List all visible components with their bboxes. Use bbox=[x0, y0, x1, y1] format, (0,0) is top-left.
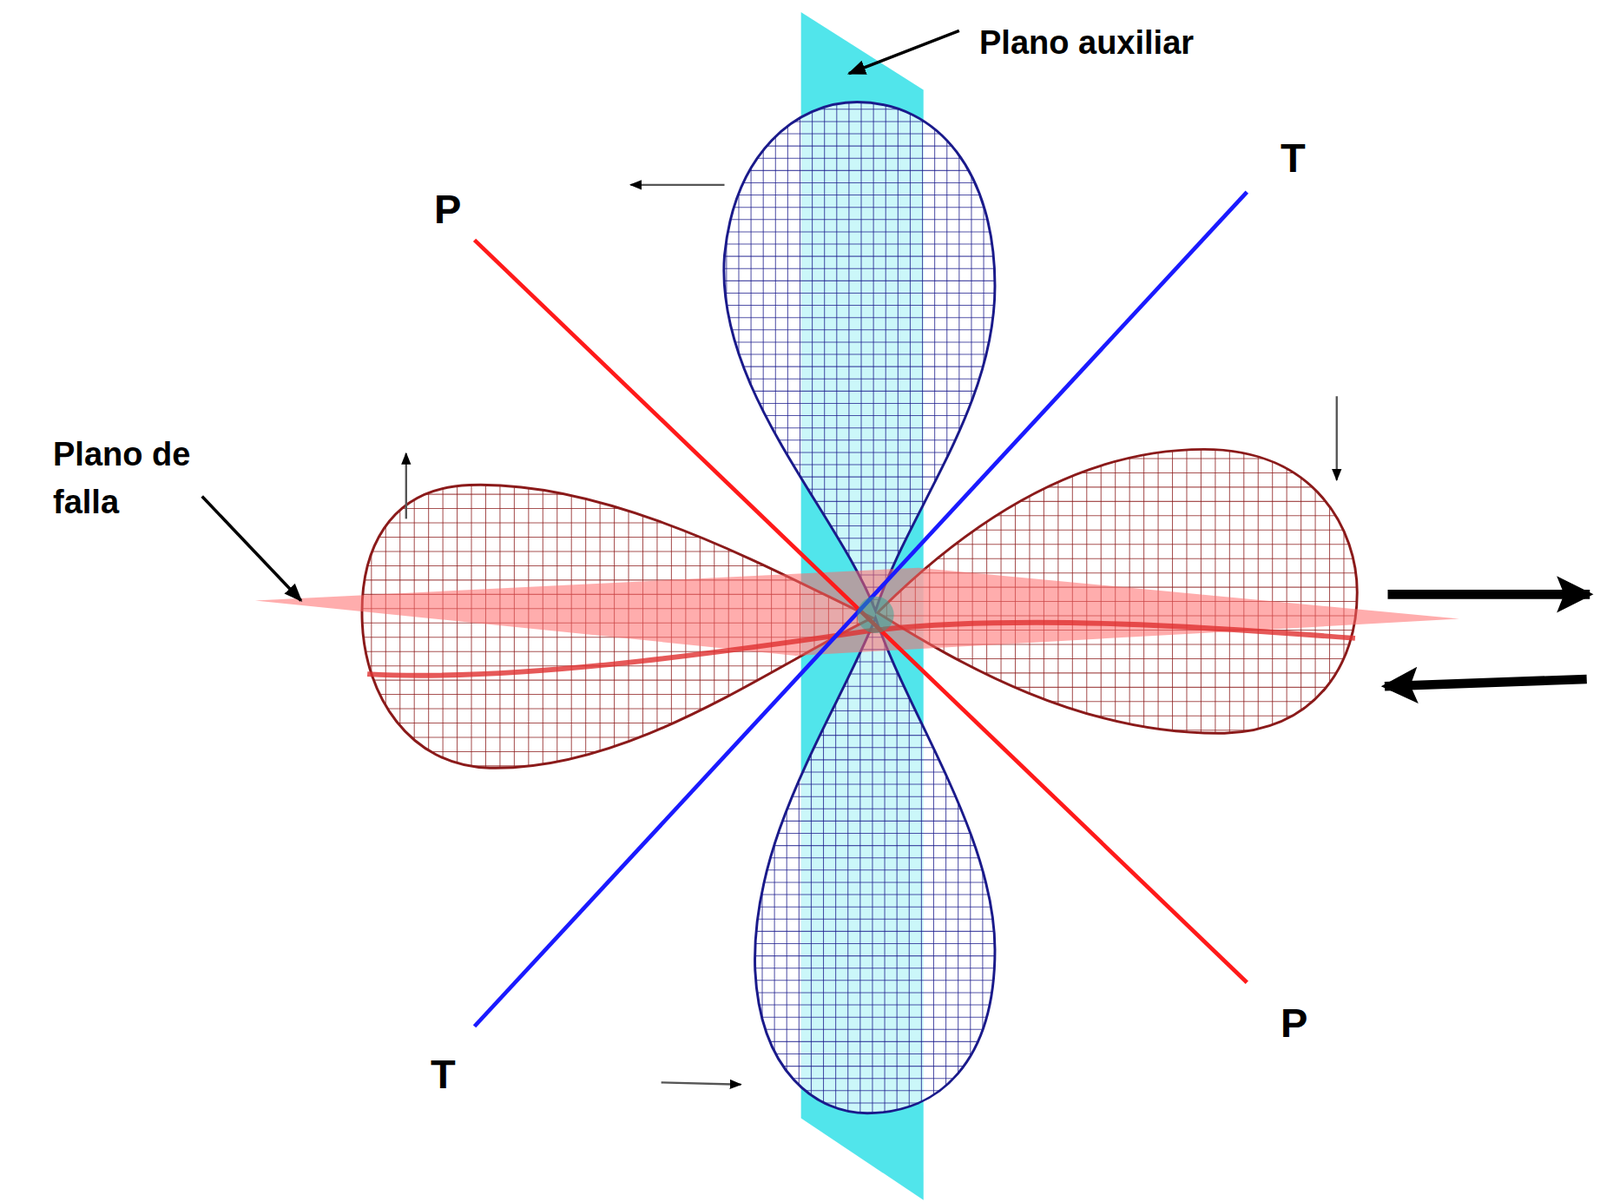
slip-arrow bbox=[1388, 589, 1591, 600]
plane-label: Plano auxiliar bbox=[979, 19, 1194, 67]
lobe-outline bbox=[724, 102, 995, 612]
leader-arrow bbox=[202, 495, 302, 600]
plane-label: Plano de falla bbox=[52, 430, 227, 527]
plane-trace bbox=[367, 622, 1356, 676]
p-axis bbox=[474, 239, 1248, 982]
lobe-outline bbox=[755, 617, 995, 1113]
axis-label: P bbox=[434, 179, 461, 239]
leader-arrow bbox=[849, 30, 960, 73]
motion-arrow bbox=[661, 1081, 742, 1084]
motion-arrow bbox=[1336, 395, 1338, 480]
axis-label: P bbox=[1280, 993, 1308, 1053]
axis-label: T bbox=[1280, 128, 1306, 188]
lobe-grid bbox=[714, 97, 1001, 619]
source-point bbox=[856, 596, 894, 633]
motion-arrow bbox=[405, 453, 408, 519]
axis-label: T bbox=[430, 1044, 456, 1104]
t-axis bbox=[474, 191, 1248, 1027]
motion-arrow bbox=[630, 184, 725, 186]
slip-arrow bbox=[1384, 678, 1587, 686]
